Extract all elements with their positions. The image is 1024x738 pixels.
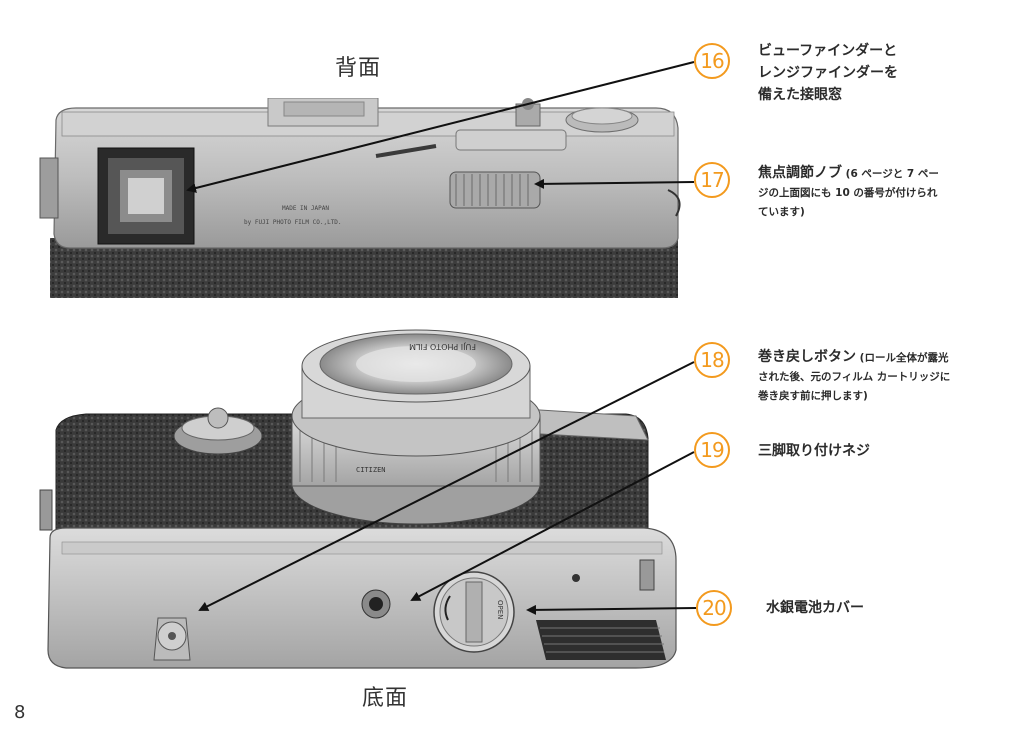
- callout-focus-knob: 焦点調節ノブ (6 ページと 7 ペー ジの上面図にも 10 の番号が付けられ …: [758, 162, 998, 222]
- callout-rewind-button-note1: (ロール全体が露光: [856, 352, 949, 364]
- shutter-brand-text: CITIZEN: [356, 466, 386, 474]
- callout-eyepiece: ビューファインダーと レンジファインダーを 備えた接眼窓: [758, 40, 998, 106]
- callout-tripod-socket-title: 三脚取り付けネジ: [758, 443, 870, 459]
- callout-number-19: 19: [694, 432, 730, 468]
- callout-focus-knob-title: 焦点調節ノブ: [758, 165, 842, 181]
- callout-number-18: 18: [694, 342, 730, 378]
- callout-number-16: 16: [694, 43, 730, 79]
- callout-eyepiece-line2: レンジファインダーを: [758, 65, 898, 81]
- camera-back-photo: MADE IN JAPAN by FUJI PHOTO FILM CO.,LTD…: [36, 97, 692, 298]
- callout-rewind-button: 巻き戻しボタン (ロール全体が露光 された後、元のフィルム カートリッジに 巻き…: [758, 346, 1008, 406]
- engraving-made-in-japan: MADE IN JAPAN: [282, 205, 329, 212]
- callout-eyepiece-line3: 備えた接眼窓: [758, 87, 842, 103]
- page-number: 8: [14, 702, 26, 723]
- callout-battery-cover-title: 水銀電池カバー: [766, 600, 864, 616]
- callout-rewind-button-note2: された後、元のフィルム カートリッジに: [758, 371, 951, 383]
- callout-rewind-button-title: 巻き戻しボタン: [758, 349, 856, 365]
- back-view-title: 背面: [335, 56, 382, 81]
- engraving-maker: by FUJI PHOTO FILM CO.,LTD.: [244, 219, 342, 226]
- callout-tripod-socket: 三脚取り付けネジ: [758, 440, 998, 462]
- callout-focus-knob-note3: ています): [758, 206, 805, 218]
- callout-number-17: 17: [694, 162, 730, 198]
- callout-eyepiece-line1: ビューファインダーと: [758, 43, 898, 59]
- lens-ring-text: FUJI PHOTO FILM: [409, 342, 476, 351]
- bottom-view-title: 底面: [362, 686, 409, 711]
- callout-number-20: 20: [696, 590, 732, 626]
- camera-bottom-photo: FUJI PHOTO FILM CITIZEN OPEN: [36, 320, 692, 672]
- callout-rewind-button-note3: 巻き戻す前に押します): [758, 390, 868, 402]
- callout-focus-knob-note1: (6 ページと 7 ペー: [842, 168, 939, 180]
- callout-battery-cover: 水銀電池カバー: [766, 597, 1006, 619]
- callout-focus-knob-note2: ジの上面図にも 10 の番号が付けられ: [758, 187, 938, 199]
- battery-cover-open-text: OPEN: [496, 600, 504, 619]
